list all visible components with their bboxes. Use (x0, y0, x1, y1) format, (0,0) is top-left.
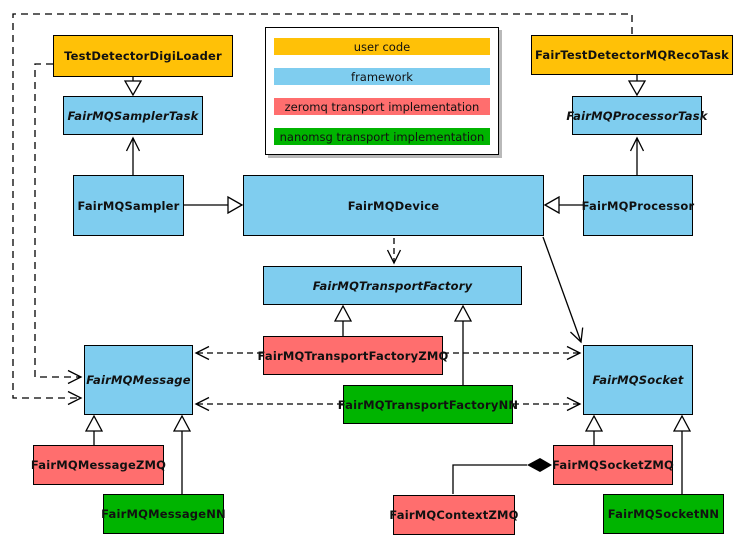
triangle-processortask (627, 80, 647, 97)
node-fairmq-socket: FairMQSocket (583, 345, 693, 415)
node-fair-test-detector-mq-reco-task: FairTestDetectorMQRecoTask (531, 35, 733, 75)
legend-item-framework: framework (274, 68, 490, 85)
triangle-samplertask (123, 80, 143, 97)
legend: user code framework zeromq transport imp… (265, 27, 499, 155)
edge-contextzmq-socketzmq (452, 464, 527, 494)
composition-diamond (527, 458, 552, 472)
node-fairmq-socket-zmq: FairMQSocketZMQ (552, 445, 674, 485)
node-fairmq-message: FairMQMessage (84, 345, 193, 415)
triangle-socket-nn (672, 414, 692, 432)
triangle-message-zmq (84, 414, 104, 432)
legend-item-nanomsg: nanomsg transport implementation (274, 128, 490, 145)
triangle-device-right (543, 195, 560, 215)
triangle-message-nn (172, 414, 192, 432)
node-fairmq-transport-factory-nn: FairMQTransportFactoryNN (338, 385, 518, 424)
legend-item-zeromq: zeromq transport implementation (274, 98, 490, 115)
triangle-socket-zmq (584, 414, 604, 432)
node-fairmq-message-nn: FairMQMessageNN (101, 494, 226, 534)
node-fairmq-socket-nn: FairMQSocketNN (603, 494, 724, 534)
edge-device-socket (542, 236, 584, 344)
node-test-detector-digi-loader: TestDetectorDigiLoader (53, 35, 233, 77)
node-fairmq-sampler-task: FairMQSamplerTask (63, 96, 203, 135)
node-fairmq-message-zmq: FairMQMessageZMQ (31, 445, 166, 485)
node-fairmq-sampler: FairMQSampler (73, 175, 184, 236)
triangle-factory-zmq (333, 304, 353, 322)
node-fairmq-processor-task: FairMQProcessorTask (566, 96, 707, 135)
node-fairmq-transport-factory: FairMQTransportFactory (263, 266, 522, 305)
node-fairmq-device: FairMQDevice (243, 175, 544, 236)
node-fairmq-transport-factory-zmq: FairMQTransportFactoryZMQ (258, 336, 448, 375)
triangle-factory-nn (453, 304, 473, 322)
triangle-device-left (227, 195, 244, 215)
edge-recotask-message (12, 13, 633, 406)
node-fairmq-processor: FairMQProcessor (582, 175, 694, 236)
edge-digiloader-message (34, 63, 83, 385)
node-fairmq-context-zmq: FairMQContextZMQ (389, 495, 518, 535)
legend-item-user-code: user code (274, 38, 490, 55)
